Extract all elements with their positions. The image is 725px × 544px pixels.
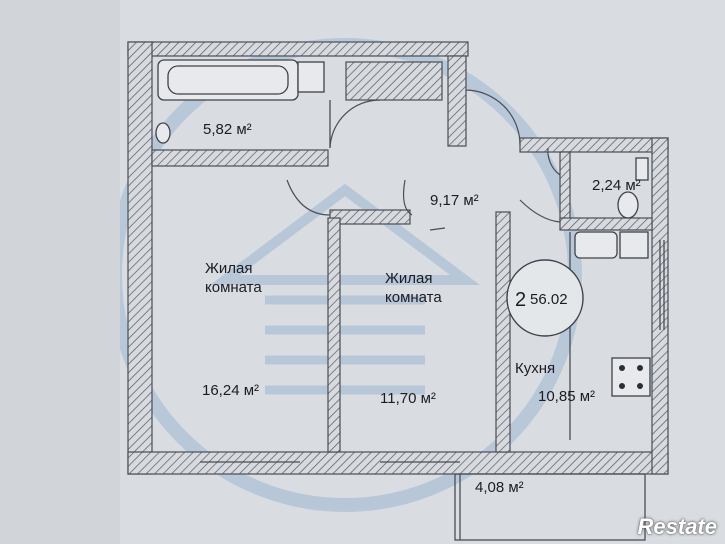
wc-area: 2,24 м² [592, 177, 641, 194]
kitchen-sink [574, 231, 618, 259]
apartment-circle [506, 259, 584, 337]
inner-walls [151, 61, 653, 453]
kitchen-fixtures [569, 231, 651, 440]
hall-area: 9,17 м² [430, 192, 479, 209]
living2-title-line1: Жилая [385, 270, 432, 287]
windows [200, 240, 665, 463]
kitchen-title: Кухня [515, 360, 555, 377]
bathroom-fixtures [155, 59, 325, 144]
scan-margin [0, 0, 120, 544]
living2-area: 11,70 м² [380, 390, 436, 407]
sink [155, 122, 171, 144]
wc-sink [635, 157, 649, 181]
rooms-count: 2 [515, 289, 526, 311]
kitchen-area: 10,85 м² [538, 388, 595, 405]
living1-area: 16,24 м² [202, 382, 259, 399]
wc-fixtures [617, 157, 649, 219]
living1-title-line1: Жилая [205, 260, 252, 277]
balcony [454, 473, 646, 541]
stove-icon [611, 357, 651, 397]
kitchen-cabinet [619, 231, 649, 259]
brand-logo: Restate [637, 514, 717, 539]
living1-title-line2: комната [205, 279, 262, 296]
bathroom-area: 5,82 м² [203, 121, 252, 138]
balcony-area: 4,08 м² [475, 479, 524, 496]
total-area: 56.02 [530, 291, 568, 308]
washing-machine [297, 61, 325, 93]
living2-title-line2: комната [385, 289, 442, 306]
toilet [617, 191, 639, 219]
doors [286, 89, 561, 231]
